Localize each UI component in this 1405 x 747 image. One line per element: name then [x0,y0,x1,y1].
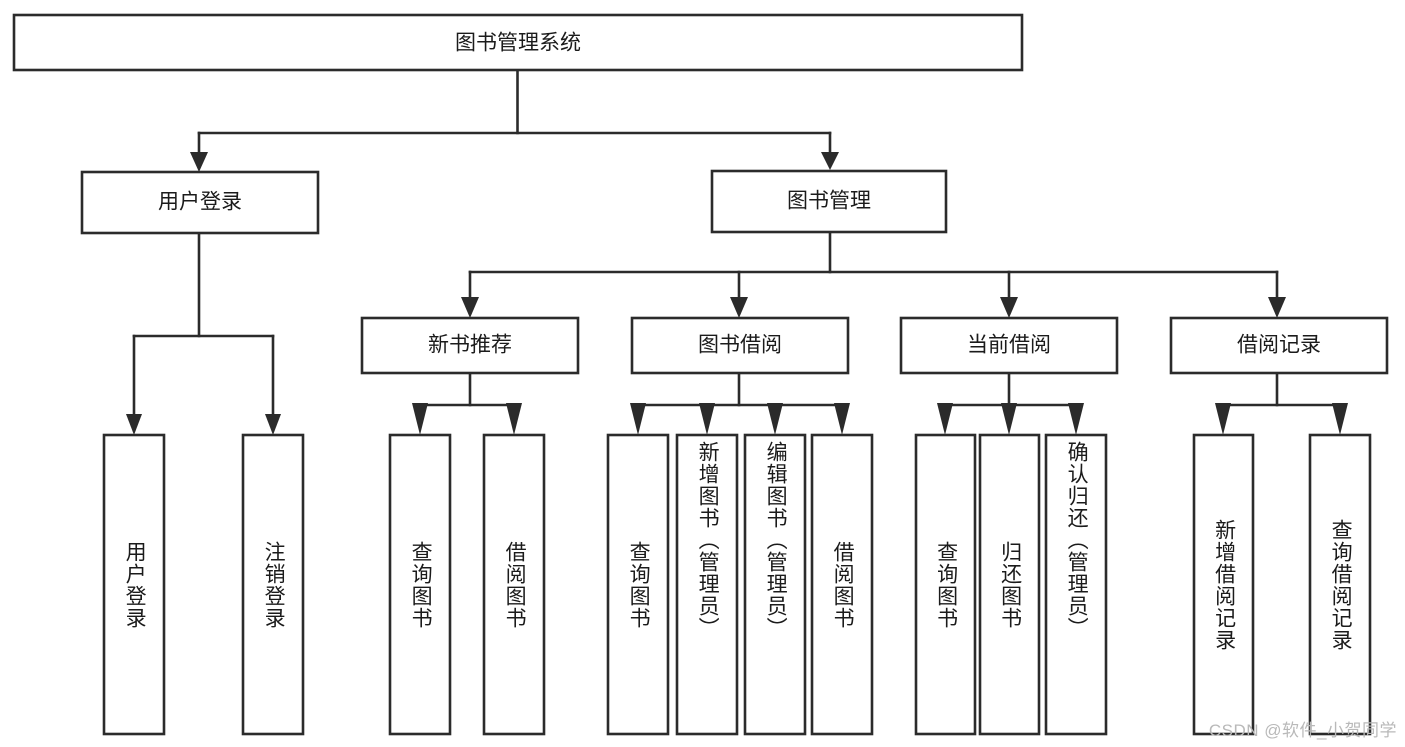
node-book-manage-box[interactable] [710,169,948,234]
node-current-borrow[interactable]: 当前借阅 [899,316,1119,375]
leaf-box-borrow-0[interactable] [606,433,670,736]
node-root-label: 图书管理系统 [455,32,581,55]
leaf-box-borrow-2[interactable] [743,433,807,736]
node-root[interactable]: 图书管理系统 [12,13,1024,72]
leaf-box-borrow-1[interactable] [675,433,739,736]
arrowhead-borrow-leaf-1 [699,403,715,435]
arrowhead-l3-recommend [461,297,479,318]
node-book-manage-label: 图书管理 [787,190,871,213]
arrowhead-borrow-leaf-0 [630,403,646,435]
node-user-login-box[interactable] [80,170,320,235]
node-borrow-record-label: 借阅记录 [1237,334,1321,357]
arrowhead-current-leaf-0 [937,403,953,435]
node-root-box[interactable] [12,13,1024,72]
node-current-borrow-label: 当前借阅 [967,334,1051,357]
leaf-box-record-0[interactable] [1192,433,1255,736]
arrowhead-l3-borrow [730,297,748,318]
arrowhead-l3-record [1268,297,1286,318]
arrowhead-borrow-leaf-2 [767,403,783,435]
arrowhead-book-manage [821,152,839,170]
leaf-box-user-login-1[interactable] [241,433,305,736]
node-borrow-record-box[interactable] [1169,316,1389,375]
leaf-box-current-0[interactable] [914,433,977,736]
leaf-box-record-1[interactable] [1308,433,1372,736]
node-borrow-record[interactable]: 借阅记录 [1169,316,1389,375]
arrowhead-user-login [190,152,208,172]
node-new-book-recommend-label: 新书推荐 [428,334,512,357]
arrowhead-current-leaf-1 [1001,403,1017,435]
watermark-text: CSDN @软件_小贺同学 [1208,721,1397,740]
arrowhead-leaf-user-login [126,414,142,435]
arrowhead-borrow-leaf-3 [834,403,850,435]
node-book-borrow-label: 图书借阅 [698,334,782,357]
arrowhead-record-leaf-1 [1332,403,1348,435]
leaf-box-current-2[interactable] [1044,433,1108,736]
node-book-borrow-box[interactable] [630,316,850,375]
arrowhead-record-leaf-0 [1215,403,1231,435]
leaf-box-current-1[interactable] [978,433,1041,736]
arrowhead-group [126,152,1348,435]
leaf-box-borrow-3[interactable] [810,433,874,736]
leaf-box-recommend-0[interactable] [388,433,452,736]
node-user-login[interactable]: 用户登录 [80,170,320,235]
arrowhead-l3-current [1000,297,1018,318]
arrowhead-recommend-leaf-1 [506,403,522,435]
leaf-box-user-login-0[interactable] [102,433,166,736]
arrowhead-current-leaf-2 [1068,403,1084,435]
node-new-book-recommend-box[interactable] [360,316,580,375]
leaf-box-recommend-1[interactable] [482,433,546,736]
node-user-login-label: 用户登录 [158,191,242,214]
arrowhead-leaf-logout [265,414,281,435]
node-book-manage[interactable]: 图书管理 [710,169,948,234]
node-current-borrow-box[interactable] [899,316,1119,375]
node-book-borrow[interactable]: 图书借阅 [630,316,850,375]
arrowhead-recommend-leaf-0 [412,403,428,435]
node-new-book-recommend[interactable]: 新书推荐 [360,316,580,375]
